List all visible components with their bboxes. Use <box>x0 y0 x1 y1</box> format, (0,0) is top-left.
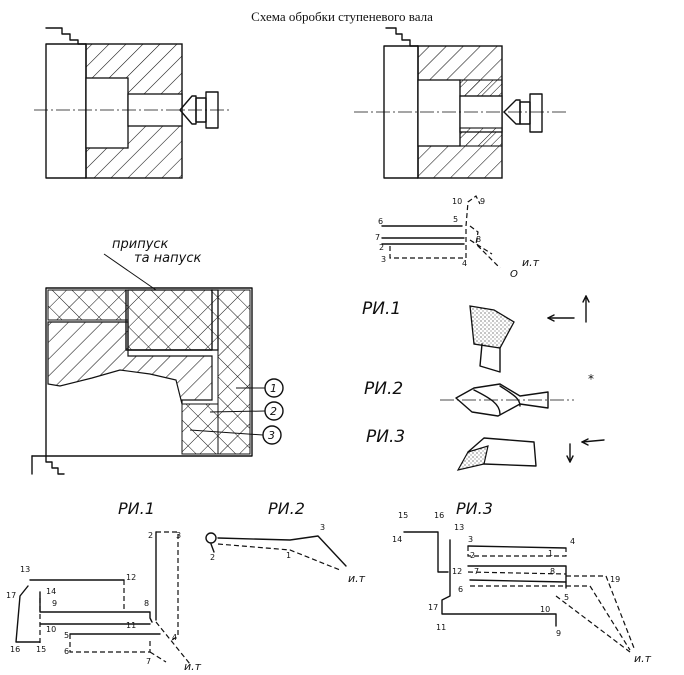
path-ri3-num: 16 <box>434 511 444 520</box>
ri2-label: РИ.2 <box>364 379 403 399</box>
path-top-num: 3 <box>381 255 386 264</box>
path-top-num: 5 <box>453 215 458 224</box>
allowance-label-2: та напуск <box>134 251 201 266</box>
setup-boring-sketch <box>354 27 566 179</box>
path-ri3-num: 4 <box>570 537 575 546</box>
zone-1: 1 <box>270 382 277 395</box>
path-top-num: 10 <box>452 197 462 206</box>
path-ri1-num: 11 <box>126 621 136 630</box>
zone-3: 3 <box>268 429 275 442</box>
allowance-section-sketch: припуск та напуск 1 2 3 <box>31 237 284 475</box>
path-ri3-num: 19 <box>610 575 620 584</box>
path-ri1-num: 13 <box>20 565 30 574</box>
path-ri3-num: 13 <box>454 523 464 532</box>
path-ri3-num: 7 <box>474 567 479 576</box>
path-ri3-num: 11 <box>436 623 446 632</box>
path-ri2: РИ.2 2 1 3 и.т <box>205 499 366 585</box>
path-ri3-num: 2 <box>470 551 475 560</box>
path-ri1: РИ.1 13 14 17 16 15 9 10 5 6 12 8 11 7 4… <box>6 499 202 673</box>
path-ri3-num: 17 <box>428 603 438 612</box>
path-ri3-num: 5 <box>564 593 569 602</box>
path-top-num: 4 <box>462 259 467 268</box>
tool-zero-label: О <box>510 269 518 280</box>
path-top-num: 9 <box>480 197 485 206</box>
path-ri1-num: 14 <box>46 587 56 596</box>
ri1-label: РИ.1 <box>362 299 401 319</box>
allowance-label-1: припуск <box>112 237 169 252</box>
tool-ri3-sketch: РИ.3 <box>366 427 605 471</box>
path-ri1-num: 9 <box>52 599 57 608</box>
zone-2: 2 <box>270 405 277 418</box>
scheme-title: Схема обробки ступеневого вала <box>251 9 433 24</box>
path-ri2-num: 2 <box>210 553 215 562</box>
path-ri1-num: 5 <box>64 631 69 640</box>
path-ri2-num: 3 <box>320 523 325 532</box>
ri1-bottom-label: РИ.1 <box>118 499 155 518</box>
tool-ri1-sketch: РИ.1 <box>362 295 590 373</box>
path-ri3-num: 6 <box>458 585 463 594</box>
path-ri3-num: 14 <box>392 535 402 544</box>
tool-path-top: 6 7 2 3 4 5 8 10 9 О и.т <box>375 195 540 280</box>
ri3-tool-point: и.т <box>634 652 652 665</box>
path-ri2-num: 1 <box>286 551 291 560</box>
tool-ri2-sketch: РИ.2 * <box>364 372 594 417</box>
path-ri3-num: 10 <box>540 605 550 614</box>
path-top-num: 8 <box>476 235 481 244</box>
path-ri1-num: 7 <box>146 657 151 666</box>
path-ri1-num: 6 <box>64 647 69 656</box>
path-ri1-num: 17 <box>6 591 16 600</box>
path-ri1-num: 4 <box>172 633 177 642</box>
path-top-num: 7 <box>375 233 380 242</box>
path-ri1-num: 10 <box>46 625 56 634</box>
tool-point-label: и.т <box>522 256 540 269</box>
ri3-bottom-label: РИ.3 <box>456 499 493 518</box>
path-ri3-num: 15 <box>398 511 408 520</box>
path-ri3-num: 9 <box>556 629 561 638</box>
ri2-tool-point: и.т <box>348 572 366 585</box>
ri2-mark: * <box>588 372 594 386</box>
path-ri3: РИ.3 15 16 14 13 3 2 7 4 1 8 12 6 5 17 1… <box>392 499 652 665</box>
path-ri1-num: 8 <box>144 599 149 608</box>
ri2-bottom-label: РИ.2 <box>268 499 305 518</box>
path-ri1-num: 2 <box>148 531 153 540</box>
ri1-tool-point: и.т <box>184 660 202 673</box>
path-ri3-num: 8 <box>550 567 555 576</box>
path-ri3-num: 1 <box>548 549 553 558</box>
setup-drilling-sketch <box>34 27 232 179</box>
path-ri3-num: 12 <box>452 567 462 576</box>
path-ri1-num: 16 <box>10 645 20 654</box>
path-top-num: 2 <box>379 243 384 252</box>
path-top-num: 6 <box>378 217 383 226</box>
path-ri3-num: 3 <box>468 535 473 544</box>
path-ri1-num: 15 <box>36 645 46 654</box>
path-ri1-num: 12 <box>126 573 136 582</box>
ri3-label: РИ.3 <box>366 427 405 447</box>
path-ri1-num: 3 <box>176 531 181 540</box>
